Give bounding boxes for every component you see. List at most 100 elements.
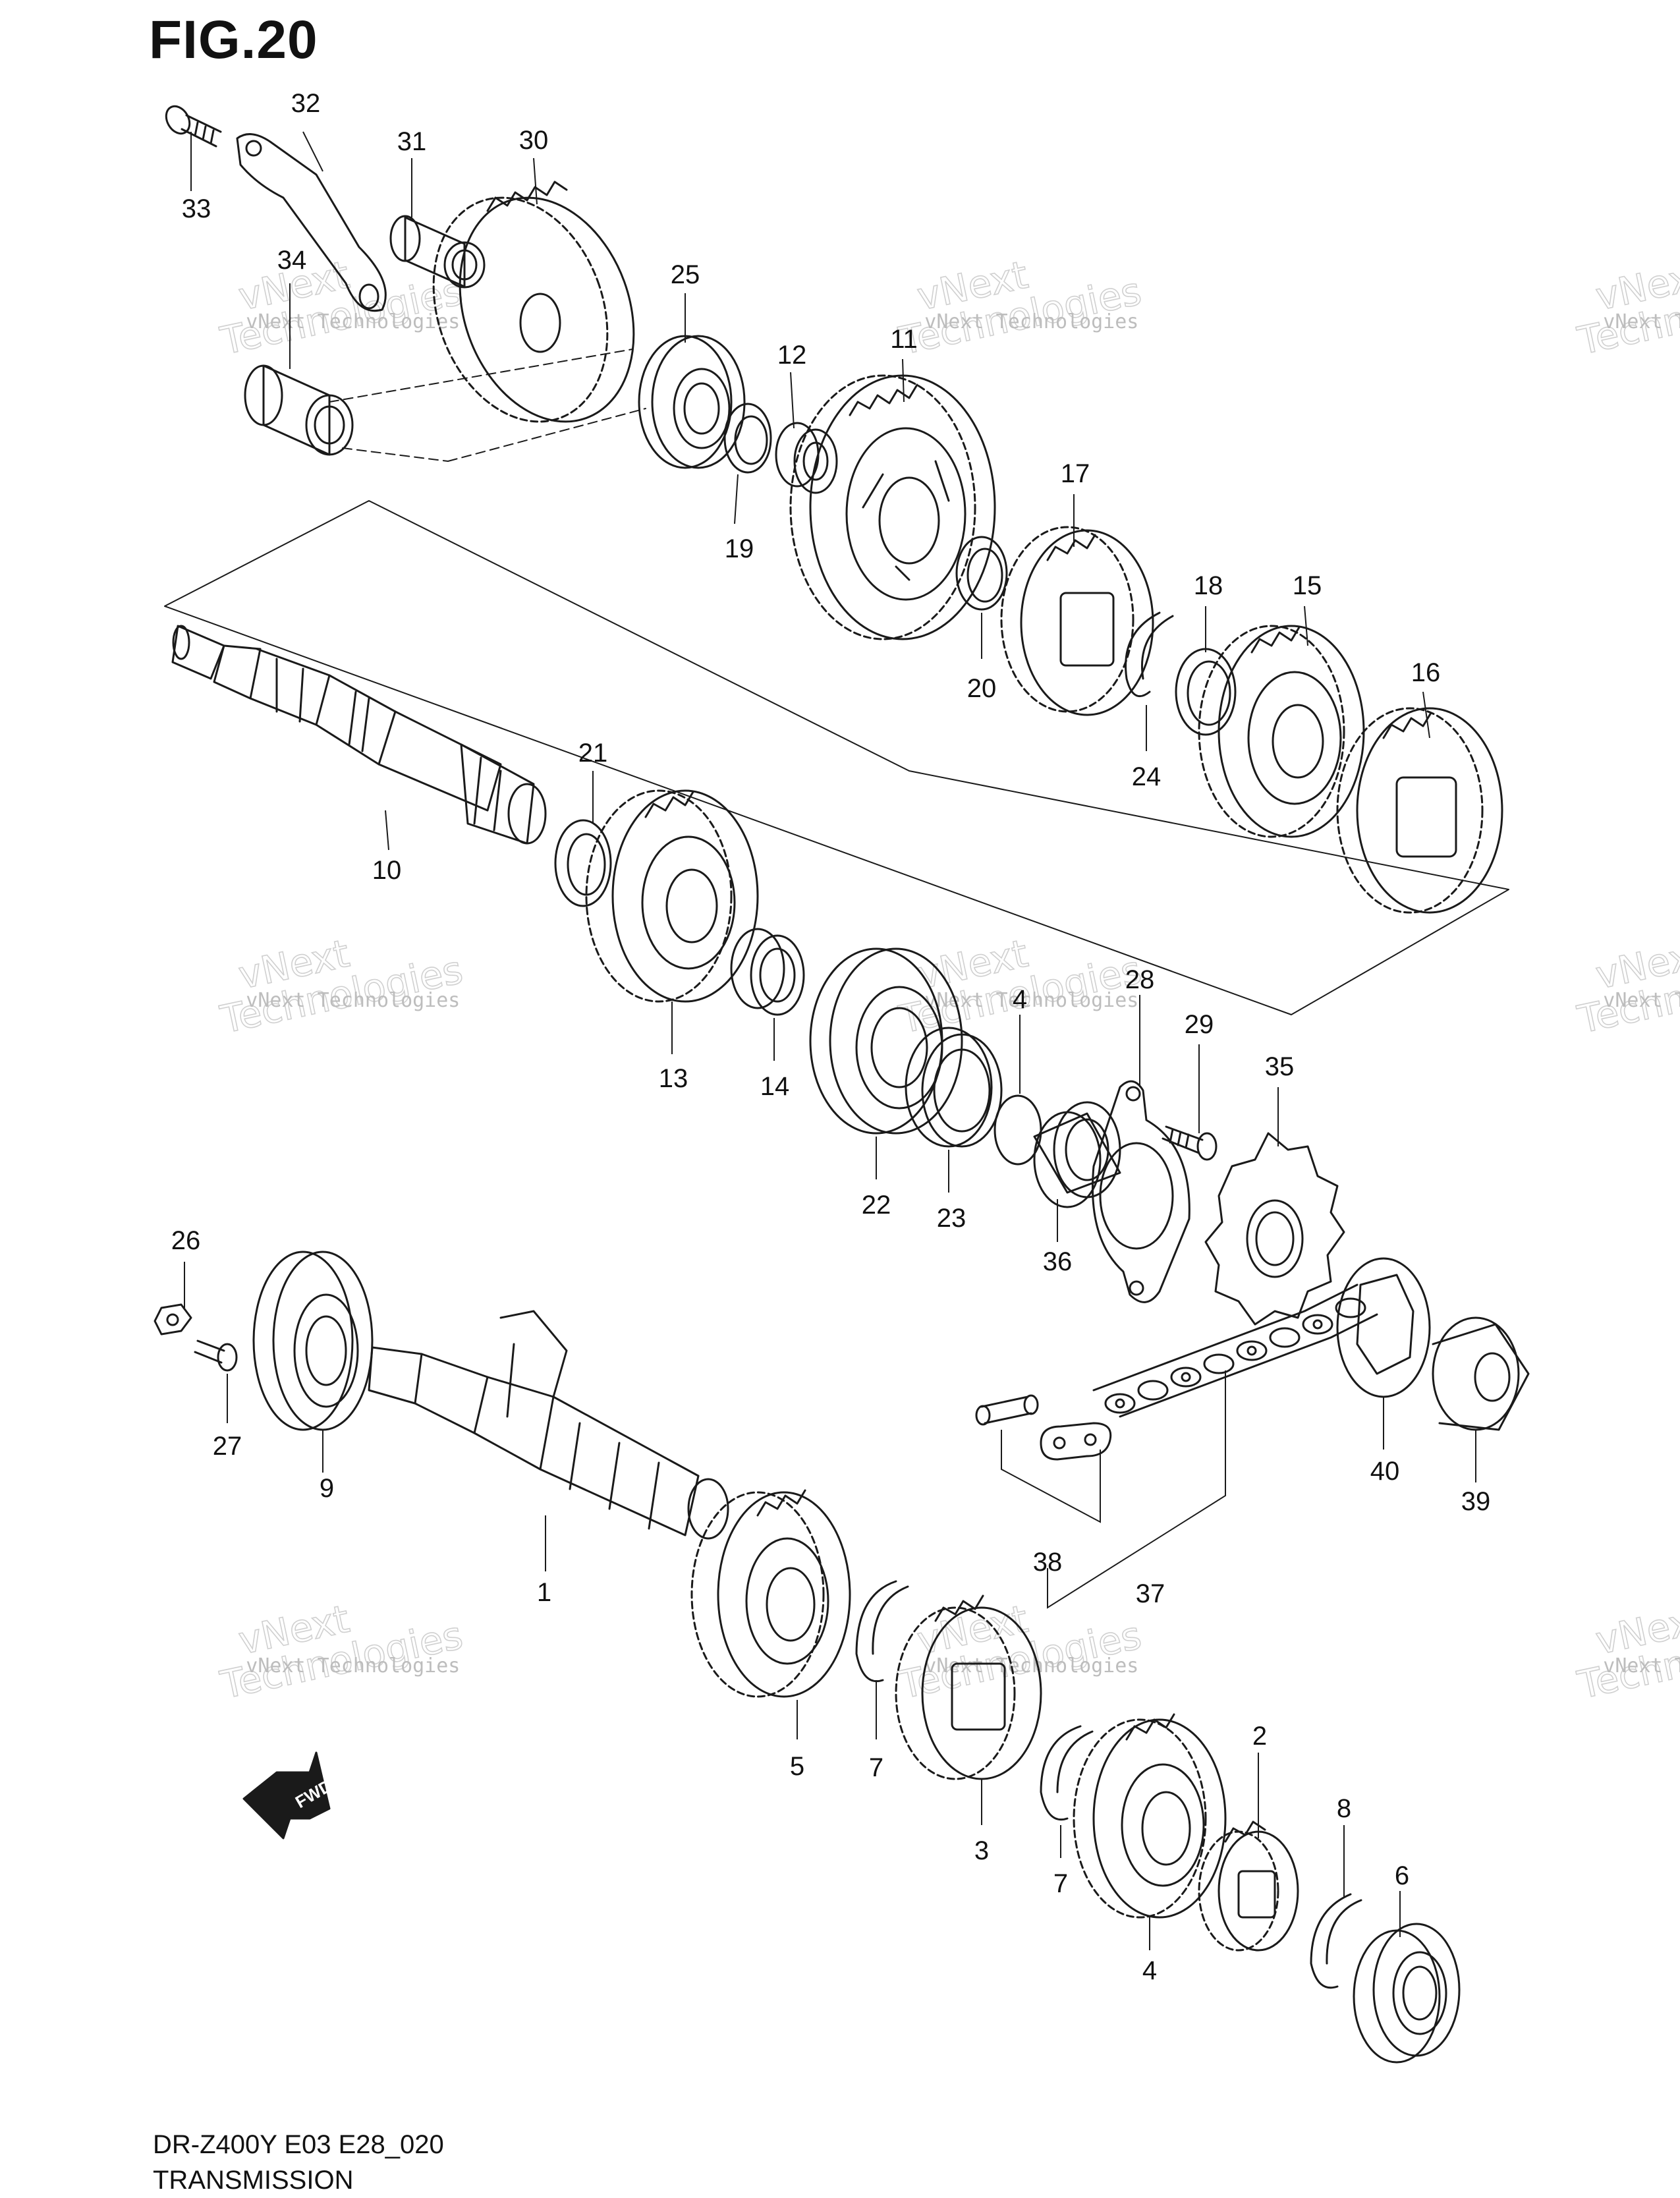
callout-13: 13 <box>659 1064 688 1093</box>
callout-30: 30 <box>519 126 549 155</box>
part-17-gear <box>1000 526 1154 716</box>
part-7-circlip-b <box>1040 1725 1094 1820</box>
figure-code: DR-Z400Y E03 E28_020 <box>153 2130 444 2159</box>
callout-40: 40 <box>1370 1457 1400 1486</box>
callout-37: 37 <box>1136 1579 1165 1608</box>
watermark-text: vNext Technologies <box>1603 989 1680 1012</box>
part-26-retainer <box>154 1303 192 1336</box>
watermark-text: vNext Technologies <box>924 1654 1138 1677</box>
part-10-countershaft <box>171 625 547 845</box>
part-9-bearing <box>252 1251 374 1431</box>
callout-35: 35 <box>1265 1052 1295 1081</box>
watermark: vNext Technologies vNext Technologies <box>1573 930 1680 1043</box>
watermark: vNext Technologies vNext Technologies <box>895 1596 1146 1708</box>
callout-27: 27 <box>213 1432 242 1461</box>
part-5-gear <box>690 1489 851 1698</box>
part-7-circlip-a <box>855 1580 909 1682</box>
part-35-sprocket <box>1204 1132 1345 1326</box>
part-4-gear <box>1073 1713 1227 1919</box>
part-36-spacer <box>1033 1101 1121 1208</box>
part-8-circlip <box>1310 1893 1362 1989</box>
callout-29: 29 <box>1185 1010 1214 1039</box>
callout-23: 23 <box>937 1204 966 1233</box>
callout-21: 21 <box>578 739 608 768</box>
callout-18: 18 <box>1194 571 1223 600</box>
part-28-plate <box>1091 1080 1190 1303</box>
part-34-bushing <box>244 364 354 456</box>
callout-20: 20 <box>967 674 997 703</box>
figure-title: FIG.20 <box>149 10 318 70</box>
watermark: vNext Technologies vNext Technologies <box>1573 1596 1680 1708</box>
part-37-drive-chain <box>1092 1283 1378 1418</box>
callout-25: 25 <box>671 260 700 289</box>
callout-7-right: 7 <box>1053 1869 1068 1898</box>
watermark-text: vNext Technologies <box>1603 1654 1680 1677</box>
part-15-gear <box>1198 625 1365 838</box>
part-38-chain-joint <box>975 1394 1112 1461</box>
part-16-gear <box>1336 707 1503 914</box>
callout-22: 22 <box>862 1191 891 1220</box>
part-25-bearing <box>638 335 746 469</box>
watermark-text: vNext Technologies <box>246 1654 460 1677</box>
callout-10: 10 <box>372 856 402 885</box>
callout-39: 39 <box>1461 1487 1491 1516</box>
figure-name: TRANSMISSION <box>153 2166 354 2195</box>
callout-19: 19 <box>725 534 754 563</box>
watermark: vNext Technologies vNext Technologies <box>216 252 467 364</box>
watermark: vNext Technologies vNext Technologies <box>895 252 1146 364</box>
part-32-stopper-plate <box>236 133 387 312</box>
callout-5: 5 <box>790 1752 804 1781</box>
part-30-kick-idle-gear <box>432 181 635 423</box>
part-29-screw <box>1162 1125 1218 1161</box>
callout-16: 16 <box>1411 658 1441 687</box>
part-23-oil-seal <box>905 1027 1003 1148</box>
watermark: vNext Technologies vNext Technologies <box>216 930 467 1043</box>
callout-6: 6 <box>1395 1861 1409 1890</box>
part-27-screw <box>194 1339 238 1372</box>
callout-14: 14 <box>760 1072 790 1101</box>
watermark-text: vNext Technologies <box>246 310 460 333</box>
callout-38: 38 <box>1033 1548 1063 1577</box>
callout-26: 26 <box>171 1226 201 1255</box>
callout-24: 24 <box>1132 762 1162 791</box>
watermark-text: vNext Technologies <box>246 989 460 1012</box>
part-21-washer <box>554 819 612 907</box>
part-24-circlip <box>1125 611 1174 698</box>
part-12-bushing <box>775 422 838 494</box>
callout-34: 34 <box>277 246 307 275</box>
part-14-bushing <box>730 928 805 1016</box>
callout-2: 2 <box>1252 1722 1267 1751</box>
part-19-washer <box>723 403 772 474</box>
part-2-gear <box>1198 1820 1299 1952</box>
callout-12: 12 <box>777 341 807 370</box>
watermark: vNext Technologies vNext Technologies <box>216 1596 467 1708</box>
part-39-nut <box>1432 1316 1530 1431</box>
watermark-text: vNext Technologies <box>924 989 1138 1012</box>
parts: FWD <box>154 105 1530 2064</box>
watermark-text: vNext Technologies <box>924 310 1138 333</box>
callout-33: 33 <box>182 194 211 223</box>
watermark-text: vNext Technologies <box>1603 310 1680 333</box>
callout-4-upper: 4 <box>1013 985 1027 1014</box>
figure-footer: DR-Z400Y E03 E28_020 TRANSMISSION <box>153 2127 444 2198</box>
callout-28: 28 <box>1125 965 1155 994</box>
callout-1: 1 <box>537 1578 551 1607</box>
kick-shaft-leader <box>329 349 646 462</box>
callouts: 33 32 31 30 34 25 12 11 19 17 20 18 1 5 1… <box>171 89 1491 1985</box>
leader-lines <box>184 131 1476 1950</box>
callout-31: 31 <box>397 127 427 156</box>
callout-8: 8 <box>1337 1794 1351 1823</box>
callout-32: 32 <box>291 89 321 118</box>
callout-7-left: 7 <box>869 1753 883 1782</box>
fwd-arrow-icon: FWD <box>242 1751 335 1840</box>
part-18-washer <box>1175 648 1237 736</box>
callout-9: 9 <box>320 1474 334 1503</box>
part-6-bearing <box>1353 1923 1461 2064</box>
watermark: vNext Technologies vNext Technologies <box>1573 252 1680 364</box>
part-1-mainshaft <box>368 1310 729 1540</box>
callout-4-lower: 4 <box>1142 1956 1157 1985</box>
callout-17: 17 <box>1061 459 1090 488</box>
callout-11: 11 <box>890 325 918 354</box>
part-33-screw <box>165 105 222 148</box>
